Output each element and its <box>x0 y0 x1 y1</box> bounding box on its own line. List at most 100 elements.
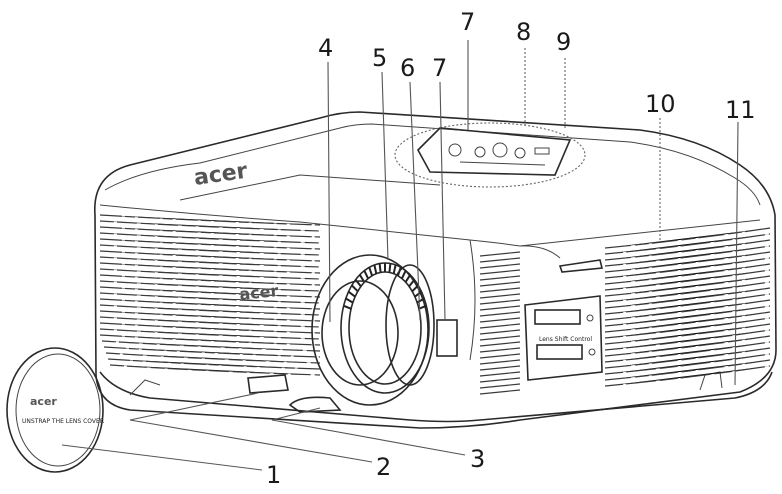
zoom-ring-ridge <box>392 264 397 274</box>
zoom-ring-ridge <box>351 284 359 293</box>
vent-slat <box>604 311 771 333</box>
vent-slat <box>479 275 521 281</box>
vent-slat <box>604 227 771 249</box>
callout-2: 2 <box>376 453 392 481</box>
cap-logo: acer <box>30 395 57 408</box>
zoom-ring-ridge <box>404 274 412 283</box>
vent-slat <box>479 269 521 275</box>
vent-slat <box>99 238 321 250</box>
projector-body: acer <box>94 111 777 429</box>
vent-slat <box>99 322 321 334</box>
lens-assembly <box>311 254 435 406</box>
callout-5: 5 <box>372 44 388 72</box>
vent-slat <box>479 359 521 365</box>
vent-slat <box>479 293 521 299</box>
vent-slat <box>99 316 321 328</box>
ir-receiver-top <box>558 259 604 273</box>
vent-slat <box>479 317 521 323</box>
vent-slat <box>604 245 771 267</box>
vent-slat <box>604 323 771 345</box>
vent-slat <box>604 335 771 357</box>
lens-shift-horizontal-dial[interactable] <box>534 309 581 325</box>
zoom-ring-ridge <box>411 284 419 293</box>
zoom-ring-ridge <box>373 264 378 274</box>
vent-slat <box>479 329 521 335</box>
vent-slat <box>479 353 521 359</box>
vent-slat <box>479 347 521 353</box>
vent-slat <box>604 359 771 381</box>
vent-slat <box>479 365 521 371</box>
zoom-ring-ridge <box>400 270 407 280</box>
vent-slat <box>99 274 321 286</box>
vent-slat <box>99 286 321 298</box>
elevator-button[interactable] <box>247 374 289 394</box>
vent-slat <box>101 340 321 352</box>
vent-slat <box>105 352 321 364</box>
vent-slat <box>604 347 771 369</box>
vent-slat <box>479 323 521 329</box>
vent-slat <box>99 298 321 310</box>
vent-slat <box>99 250 321 262</box>
vent-slat <box>604 299 771 321</box>
vent-slat <box>99 226 321 238</box>
vent-slat <box>479 287 521 293</box>
top-logo: acer <box>192 159 249 191</box>
vent-slat <box>99 310 321 322</box>
vent-slat <box>99 328 321 340</box>
callout-8: 8 <box>516 18 532 46</box>
vent-slat <box>604 353 771 375</box>
vent-grille-left <box>99 214 321 376</box>
leader-lines <box>61 40 739 471</box>
lens-cap: acer UNSTRAP THE LENS COVER <box>6 347 104 473</box>
lens-shift-vertical-dial[interactable] <box>536 344 583 360</box>
vent-slat <box>99 292 321 304</box>
callout-7-lower: 7 <box>432 54 448 82</box>
vent-slat <box>604 275 771 297</box>
vent-slat <box>99 304 321 316</box>
zoom-ring-ridge <box>408 279 416 288</box>
projection-lens <box>321 280 399 386</box>
vent-slat <box>604 239 771 261</box>
zoom-ring-ridge <box>414 290 423 298</box>
vent-slat <box>99 256 321 268</box>
vent-slat <box>479 257 521 263</box>
vent-grille-right <box>479 227 771 395</box>
vent-slat <box>479 299 521 305</box>
zoom-ring-ridge <box>378 263 382 273</box>
cap-text: UNSTRAP THE LENS COVER <box>22 418 104 425</box>
vent-slat <box>99 334 321 346</box>
callout-3: 3 <box>470 445 486 473</box>
vent-slat <box>604 233 771 255</box>
vent-slat <box>479 305 521 311</box>
vent-slat <box>604 341 771 363</box>
vent-slat <box>604 287 771 309</box>
zoom-ring-ridge <box>368 266 374 277</box>
zoom-ring-ridge <box>343 304 352 310</box>
zoom-ring[interactable] <box>343 263 427 310</box>
vent-slat <box>604 329 771 351</box>
lens-shift-panel: Lens Shift Control <box>524 295 603 381</box>
callout-11: 11 <box>725 96 756 124</box>
vent-slat <box>109 364 321 376</box>
vent-slat <box>99 220 321 232</box>
vent-slat <box>99 214 321 226</box>
vent-slat <box>604 317 771 339</box>
tilt-foot[interactable] <box>288 396 342 413</box>
vent-slat <box>99 244 321 256</box>
zoom-ring-ridge <box>347 290 356 298</box>
ir-receiver-front <box>436 319 458 357</box>
vent-slat <box>103 346 321 358</box>
callout-1: 1 <box>266 461 282 489</box>
vent-slat <box>479 341 521 347</box>
body-logo: acer <box>238 281 279 304</box>
vent-slat <box>604 293 771 315</box>
lens-shift-label: Lens Shift Control <box>539 336 592 343</box>
zoom-ring-ridge <box>416 297 425 304</box>
callout-9: 9 <box>556 28 572 56</box>
vent-slat <box>604 365 771 387</box>
vent-slat <box>479 251 521 257</box>
callout-7-upper: 7 <box>460 8 476 36</box>
vent-slat <box>604 263 771 285</box>
vent-slat <box>604 257 771 279</box>
